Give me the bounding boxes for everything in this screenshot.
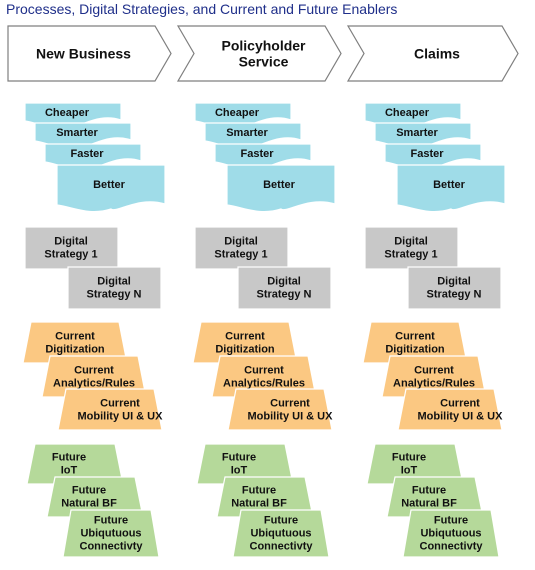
digital-strategy-label-2-line-1: Digital xyxy=(437,276,471,288)
digital-strategy-label-1-line-1: Digital xyxy=(54,236,88,248)
current-enabler-shape-3 xyxy=(57,388,163,431)
future-enabler-label-3-line-2: Ubiqutuous xyxy=(250,528,311,540)
future-enabler-label-2-line-2: Natural BF xyxy=(231,498,287,510)
current-enabler-shape-3 xyxy=(397,388,503,431)
current-enabler-label-2-line-1: Current xyxy=(74,365,114,377)
process-header-chevron xyxy=(176,25,342,82)
digital-strategy-label-1-line-2: Strategy 1 xyxy=(214,249,267,261)
future-enabler-shape-3 xyxy=(232,509,330,558)
future-enabler-label-3-line-2: Ubiqutuous xyxy=(80,528,141,540)
current-enabler-label-1-line-2: Digitization xyxy=(385,344,445,356)
future-enabler-label-2-line-2: Natural BF xyxy=(61,498,117,510)
future-enabler-label-3-line-2: Ubiqutuous xyxy=(420,528,481,540)
future-enabler-label-2-line-1: Future xyxy=(412,485,446,497)
benefit-label-cheaper: Cheaper xyxy=(45,107,90,119)
current-enabler-label-1-line-2: Digitization xyxy=(45,344,105,356)
current-enabler-label-2-line-1: Current xyxy=(414,365,454,377)
benefit-label-smarter: Smarter xyxy=(396,127,438,139)
process-header-label: Claims xyxy=(414,46,460,62)
future-enabler-label-3-line-3: Connectivty xyxy=(420,541,484,553)
benefit-label-faster: Faster xyxy=(410,148,444,160)
future-enabler-label-2-line-1: Future xyxy=(242,485,276,497)
current-enabler-label-2-line-2: Analytics/Rules xyxy=(53,378,135,390)
benefit-label-faster: Faster xyxy=(70,148,104,160)
benefit-label-faster: Faster xyxy=(240,148,274,160)
digital-strategy-label-1-line-2: Strategy 1 xyxy=(44,249,97,261)
process-header-label-line-2: Service xyxy=(239,54,289,70)
future-enabler-label-1-line-2: IoT xyxy=(231,465,248,477)
current-enabler-label-1-line-1: Current xyxy=(225,331,265,343)
future-enabler-shape-3 xyxy=(62,509,160,558)
benefit-label-better: Better xyxy=(263,179,296,191)
current-enabler-label-1-line-2: Digitization xyxy=(215,344,275,356)
process-column-2: PolicyholderServiceCheaperSmarterFasterB… xyxy=(176,25,342,558)
benefit-label-cheaper: Cheaper xyxy=(215,107,260,119)
benefit-label-smarter: Smarter xyxy=(226,127,268,139)
current-enabler-label-2-line-2: Analytics/Rules xyxy=(223,378,305,390)
future-enabler-label-1-line-2: IoT xyxy=(401,465,418,477)
process-header-chevron xyxy=(346,25,519,82)
digital-strategy-label-1-line-2: Strategy 1 xyxy=(384,249,437,261)
future-enabler-shape-3 xyxy=(402,509,500,558)
digital-strategy-box-1 xyxy=(364,226,459,270)
digital-strategy-box-1 xyxy=(194,226,289,270)
future-enabler-label-3-line-3: Connectivty xyxy=(80,541,144,553)
process-header-chevron xyxy=(7,25,172,82)
future-enabler-label-3-line-1: Future xyxy=(264,515,298,527)
current-enabler-shape-3 xyxy=(227,388,333,431)
current-enabler-label-3-line-2: Mobility UI & UX xyxy=(418,411,504,423)
digital-strategy-label-1-line-1: Digital xyxy=(224,236,258,248)
future-enabler-label-2-line-1: Future xyxy=(72,485,106,497)
current-enabler-label-3-line-1: Current xyxy=(270,398,310,410)
digital-strategy-label-2-line-2: Strategy N xyxy=(86,289,141,301)
current-enabler-label-2-line-1: Current xyxy=(244,365,284,377)
process-header-label: New Business xyxy=(36,46,131,62)
benefit-label-better: Better xyxy=(433,179,466,191)
current-enabler-label-3-line-1: Current xyxy=(100,398,140,410)
future-enabler-label-1-line-1: Future xyxy=(392,452,426,464)
digital-strategy-box-2 xyxy=(237,266,332,310)
current-enabler-label-1-line-1: Current xyxy=(395,331,435,343)
current-enabler-label-3-line-1: Current xyxy=(440,398,480,410)
process-column-1: New BusinessCheaperSmarterFasterBetterDi… xyxy=(7,25,172,558)
digital-strategy-label-2-line-1: Digital xyxy=(97,276,131,288)
digital-strategy-label-2-line-2: Strategy N xyxy=(256,289,311,301)
future-enabler-label-2-line-2: Natural BF xyxy=(401,498,457,510)
current-enabler-label-3-line-2: Mobility UI & UX xyxy=(248,411,334,423)
digital-strategy-box-2 xyxy=(407,266,502,310)
benefit-shape-better xyxy=(226,164,336,213)
current-enabler-label-1-line-1: Current xyxy=(55,331,95,343)
process-header-label-line-1: Policyholder xyxy=(221,38,306,54)
digital-strategy-label-1-line-1: Digital xyxy=(394,236,428,248)
future-enabler-label-1-line-2: IoT xyxy=(61,465,78,477)
digital-strategy-label-2-line-1: Digital xyxy=(267,276,301,288)
benefit-shape-better xyxy=(396,164,506,213)
benefit-label-better: Better xyxy=(93,179,126,191)
future-enabler-label-1-line-1: Future xyxy=(222,452,256,464)
current-enabler-label-2-line-2: Analytics/Rules xyxy=(393,378,475,390)
benefit-shape-better xyxy=(56,164,166,213)
digital-strategy-label-2-line-2: Strategy N xyxy=(426,289,481,301)
future-enabler-label-3-line-1: Future xyxy=(94,515,128,527)
future-enabler-label-1-line-1: Future xyxy=(52,452,86,464)
benefit-label-cheaper: Cheaper xyxy=(385,107,430,119)
current-enabler-label-3-line-2: Mobility UI & UX xyxy=(78,411,164,423)
future-enabler-label-3-line-3: Connectivty xyxy=(250,541,314,553)
diagram-title: Processes, Digital Strategies, and Curre… xyxy=(6,1,398,17)
process-column-3: ClaimsCheaperSmarterFasterBetterDigitalS… xyxy=(346,25,519,558)
benefit-label-smarter: Smarter xyxy=(56,127,98,139)
future-enabler-label-3-line-1: Future xyxy=(434,515,468,527)
digital-strategy-box-1 xyxy=(24,226,119,270)
digital-strategy-box-2 xyxy=(67,266,162,310)
